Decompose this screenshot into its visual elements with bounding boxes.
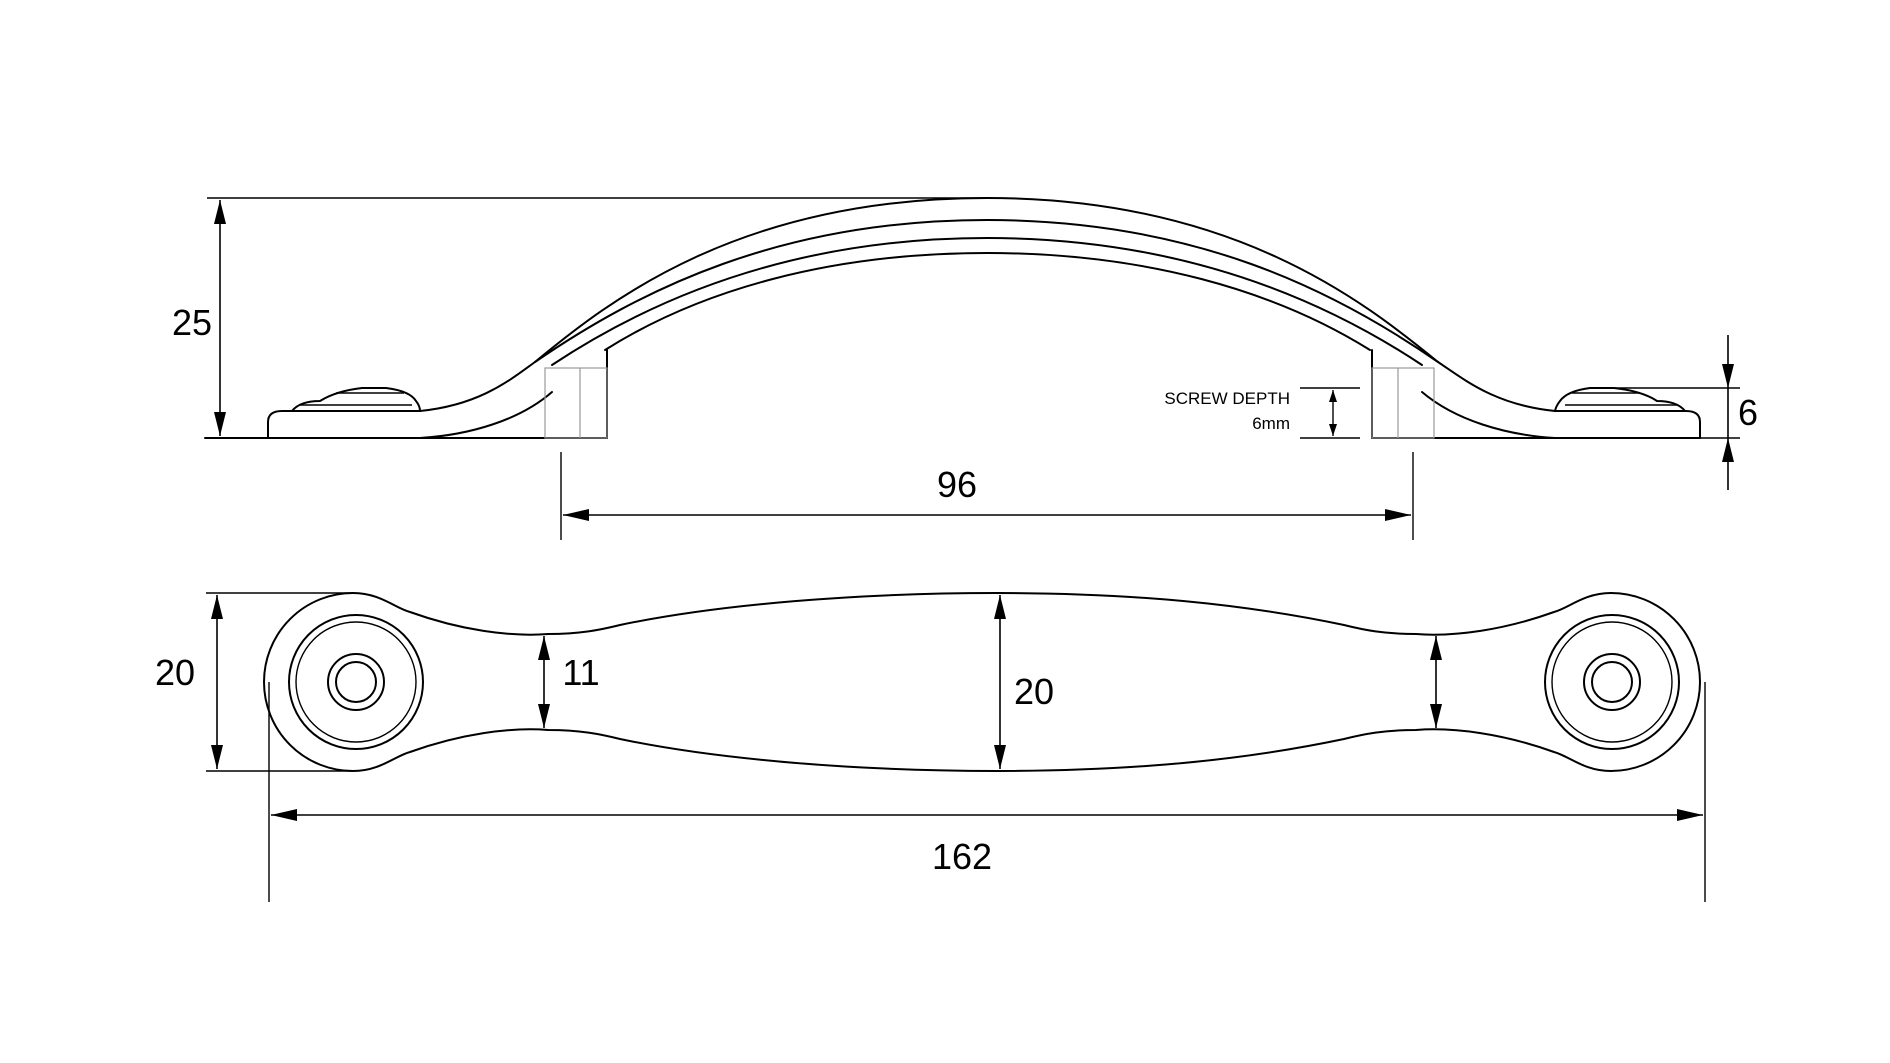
length-arrow-left [271, 809, 297, 821]
left-rosette-outer-ring [288, 614, 424, 750]
right-screw-hole-outer [1583, 653, 1641, 711]
centre-width-arrow-top [994, 595, 1006, 619]
plan-view: 20 11 20 162 [155, 592, 1706, 902]
handle-outer-arch [419, 197, 1556, 412]
centres-arrow-right [1385, 509, 1411, 521]
base-arrow-bottom [1722, 438, 1734, 462]
base-height-label: 6 [1738, 392, 1758, 433]
height-arrow-top [214, 200, 226, 224]
screw-depth-note-line2: 6mm [1252, 414, 1290, 433]
height-label: 25 [172, 302, 212, 343]
screw-depth-arrow-top [1329, 390, 1337, 402]
right-lower-sweep [1421, 391, 1556, 439]
handle-underside [604, 252, 1371, 351]
end-width-arrow-bottom [211, 745, 223, 769]
right-screw-hole-hidden [1371, 367, 1435, 439]
right-rosette-outer-ring [1544, 614, 1680, 750]
centre-width-arrow-bottom [994, 745, 1006, 769]
end-width-arrow-top [211, 595, 223, 619]
end-width-label: 20 [155, 652, 195, 693]
left-screw-hole-inner [335, 661, 377, 703]
centres-arrow-left [563, 509, 589, 521]
waist-arrow-top-left [538, 636, 550, 660]
left-screw-hole-outer [327, 653, 385, 711]
screw-depth-note-line1: SCREW DEPTH [1164, 389, 1290, 408]
left-rosette-middle-ring [295, 621, 417, 743]
left-rosette [291, 387, 421, 412]
left-foot-plate [267, 410, 421, 439]
right-rosette [1554, 387, 1686, 412]
height-arrow-bottom [214, 412, 226, 436]
waist-arrow-bottom-right [1430, 704, 1442, 728]
waist-width-label: 11 [562, 652, 599, 693]
plan-handle-outline [263, 592, 1701, 772]
right-foot-plate [1554, 410, 1701, 439]
waist-arrow-bottom-left [538, 704, 550, 728]
waist-arrow-top-right [1430, 636, 1442, 660]
right-rosette-middle-ring [1551, 621, 1673, 743]
length-arrow-right [1677, 809, 1703, 821]
centres-label: 96 [937, 464, 977, 505]
base-arrow-top [1722, 364, 1734, 388]
overall-length-label: 162 [932, 836, 992, 877]
screw-depth-arrow-bottom [1329, 424, 1337, 436]
side-elevation-view: 25 6 SCREW DEPTH 6mm 96 [172, 197, 1758, 540]
handle-top-edge [534, 219, 1439, 363]
centre-width-label: 20 [1014, 671, 1054, 712]
right-screw-hole-inner [1591, 661, 1633, 703]
handle-inner-arch [551, 237, 1423, 366]
left-screw-hole-hidden [544, 367, 608, 439]
left-lower-sweep [419, 391, 553, 439]
